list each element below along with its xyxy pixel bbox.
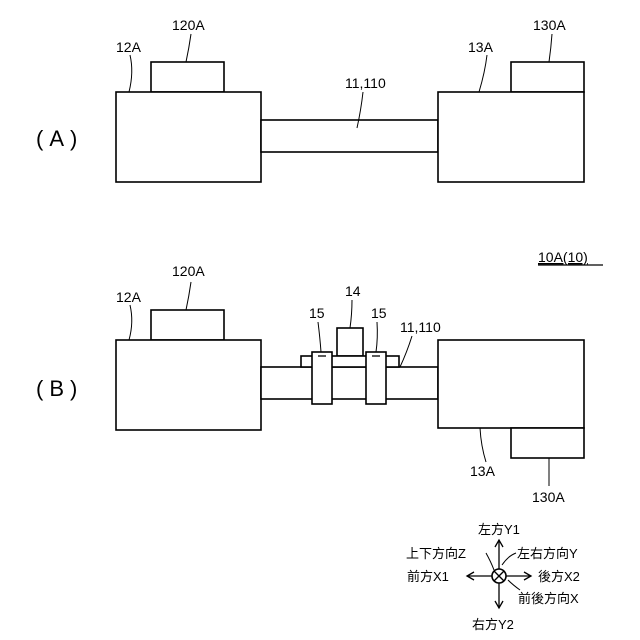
panel-b-top-part-120a [151, 310, 224, 340]
direction-legend: 左方Y1 上下方向Z 左右方向Y 前方X1 後方X2 前後方向X 右方Y2 [406, 522, 580, 632]
panel-b-label-15-left: 15 [309, 305, 325, 321]
panel-b-label-120a: 120A [172, 263, 205, 279]
panel-b-block-12a [116, 340, 261, 430]
panel-b-label-15-right: 15 [371, 305, 387, 321]
axis-vertical-name-label: 上下方向Z [406, 546, 466, 561]
panel-a-label-shaft: 11,110 [345, 75, 386, 91]
panel-b-leader-120a [186, 282, 191, 310]
axis-longitudinal-name-leader [508, 580, 520, 590]
panel-b-clamp-left [312, 352, 332, 404]
panel-a-leader-13a [479, 55, 487, 92]
panel-a-shaft [261, 120, 438, 152]
panel-a-block-12a [116, 92, 261, 182]
panel-a-block-13a [438, 92, 584, 182]
axis-left-label: 前方X1 [407, 569, 449, 584]
panel-b-label-14: 14 [345, 283, 361, 299]
axis-longitudinal-name-label: 前後方向X [518, 591, 579, 606]
panel-a: (A) 12A 120A 11,110 13A 130A [36, 17, 584, 182]
panel-a-top-part-120a [151, 62, 224, 92]
panel-a-label-130a: 130A [533, 17, 566, 33]
panel-b-label-12a: 12A [116, 289, 142, 305]
axis-vertical-name-leader [486, 553, 494, 570]
axis-right-label: 後方X2 [538, 569, 580, 584]
panel-b-leader-shaft [400, 336, 412, 367]
axis-down-label: 右方Y2 [472, 617, 514, 632]
panel-b-label: (B) [36, 376, 83, 401]
panel-b-label-13a: 13A [470, 463, 496, 479]
assembly-label: 10A(10) [538, 249, 588, 265]
panel-b-leader-14 [350, 300, 352, 328]
panel-b-bottom-part-130a [511, 428, 584, 458]
panel-b-part-14 [337, 328, 363, 356]
panel-a-leader-12a [129, 55, 132, 92]
axis-up-label: 左方Y1 [478, 522, 520, 537]
panel-a-label: (A) [36, 126, 83, 151]
panel-a-leader-130a [549, 34, 552, 62]
panel-a-label-120a: 120A [172, 17, 205, 33]
panel-b-shaft [261, 367, 438, 399]
panel-a-leader-120a [186, 34, 191, 62]
panel-b-leader-15-left [318, 322, 321, 352]
panel-b-leader-15-right [376, 322, 377, 352]
axis-lateral-name-label: 左右方向Y [517, 546, 578, 561]
panel-a-label-13a: 13A [468, 39, 494, 55]
panel-b-leader-13a [480, 428, 486, 462]
panel-b-block-13a [438, 340, 584, 428]
panel-a-top-part-130a [511, 62, 584, 92]
panel-b-label-shaft: 11,110 [400, 319, 441, 335]
axis-lateral-name-leader [502, 553, 516, 565]
panel-b: 10A(10) (B) 12A 120A 14 15 15 [36, 249, 603, 505]
panel-b-clamp-right [366, 352, 386, 404]
panel-b-label-130a: 130A [532, 489, 565, 505]
panel-a-label-12a: 12A [116, 39, 142, 55]
panel-b-leader-12a [129, 305, 132, 340]
